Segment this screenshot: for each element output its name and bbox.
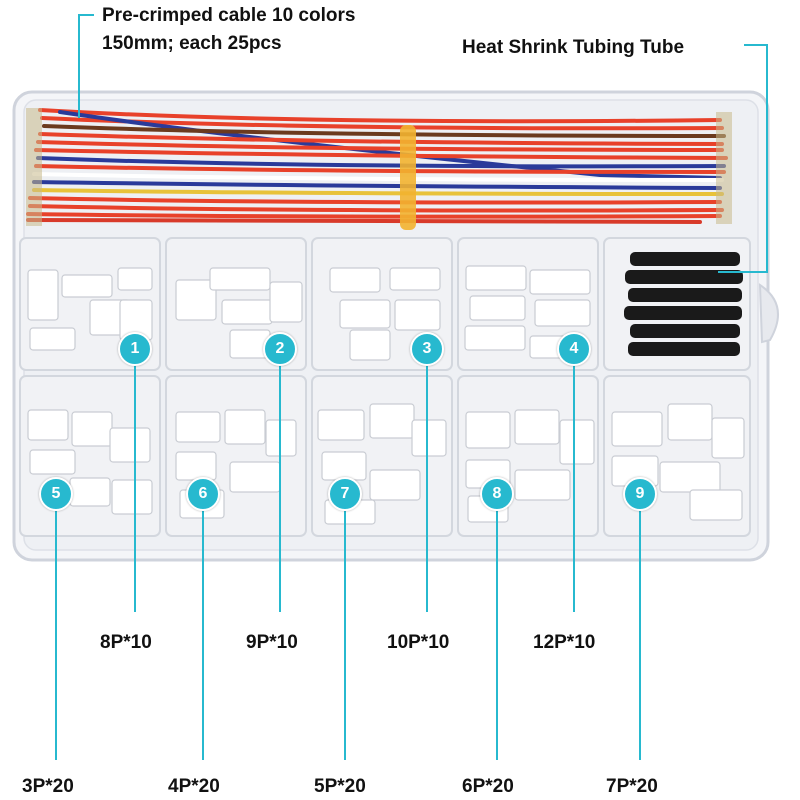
compartment-badge-1: 1 — [118, 332, 152, 366]
compartment-label-3: 10P*10 — [387, 632, 450, 653]
hinge-tab — [758, 283, 779, 344]
compartment-badge-3: 3 — [410, 332, 444, 366]
cable-caption-line2: 150mm; each 25pcs — [102, 33, 282, 54]
leader-2 — [279, 360, 281, 612]
heat-shrink-leader-bottom — [718, 271, 768, 273]
compartment-label-8: 6P*20 — [462, 776, 514, 797]
leader-4 — [573, 360, 575, 612]
compartment-label-7: 5P*20 — [314, 776, 366, 797]
cable-leader-horizontal — [78, 14, 94, 16]
compartment-badge-5: 5 — [39, 477, 73, 511]
leader-8 — [496, 505, 498, 760]
pre-crimped-cables — [26, 108, 732, 230]
leader-7 — [344, 505, 346, 760]
cable-leader-vertical — [78, 14, 80, 118]
compartment-label-1: 8P*10 — [100, 632, 152, 653]
leader-1 — [134, 360, 136, 612]
compartment-badge-6: 6 — [186, 477, 220, 511]
compartment-badge-9: 9 — [623, 477, 657, 511]
compartment-badge-7: 7 — [328, 477, 362, 511]
heat-shrink-tubing — [624, 252, 743, 356]
compartment-label-5: 3P*20 — [22, 776, 74, 797]
leader-9 — [639, 505, 641, 760]
compartment-label-2: 9P*10 — [246, 632, 298, 653]
leader-3 — [426, 360, 428, 612]
compartment-badge-2: 2 — [263, 332, 297, 366]
cable-caption: Pre-crimped cable 10 colors 150mm; each … — [102, 2, 355, 58]
compartment-label-9: 7P*20 — [606, 776, 658, 797]
cable-caption-line1: Pre-crimped cable 10 colors — [102, 5, 356, 26]
compartment-badge-8: 8 — [480, 477, 514, 511]
heat-shrink-caption: Heat Shrink Tubing Tube — [462, 37, 685, 58]
heat-shrink-leader-top — [744, 44, 768, 46]
leader-6 — [202, 505, 204, 760]
leader-5 — [55, 505, 57, 760]
connector-housings — [27, 265, 745, 525]
compartment-badge-4: 4 — [557, 332, 591, 366]
compartment-label-6: 4P*20 — [168, 776, 220, 797]
compartment-label-4: 12P*10 — [533, 632, 596, 653]
heat-shrink-leader-vertical — [766, 44, 768, 272]
